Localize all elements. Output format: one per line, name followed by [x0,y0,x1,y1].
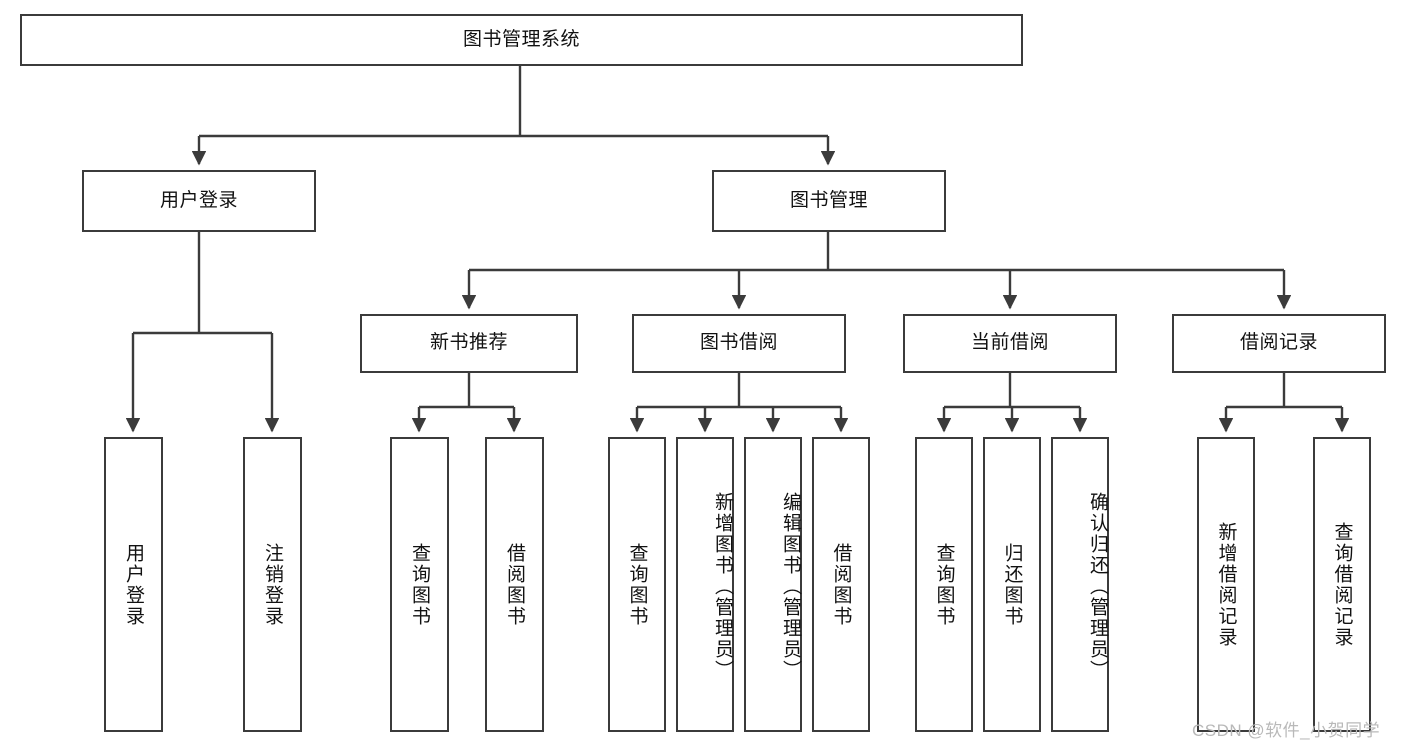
leaf-edit-book-admin-label: 编辑图书（管理员） [780,491,801,681]
leaf-query-borrow-record-label: 查询借阅记录 [1331,521,1353,648]
leaf-add-book-admin-label: 新增图书（管理员） [712,491,733,681]
leaf-add-borrow-record[interactable]: 新增借阅记录 [1197,437,1255,732]
leaf-user-login-label: 用户登录 [123,542,144,627]
leaf-query-book-current-label: 查询图书 [933,542,955,627]
leaf-confirm-return-admin[interactable]: 确认归还（管理员） [1051,437,1109,732]
leaf-user-login[interactable]: 用户登录 [104,437,163,732]
leaf-confirm-return-admin-label: 确认归还（管理员） [1087,491,1108,681]
node-book-management-label: 图书管理 [789,189,868,211]
leaf-query-book-current[interactable]: 查询图书 [915,437,973,732]
csdn-watermark: CSDN @软件_小贺同学 [1192,721,1381,740]
node-current-borrow-label: 当前借阅 [970,332,1049,354]
node-root[interactable]: 图书管理系统 [20,14,1023,66]
node-user-login-label: 用户登录 [159,189,238,211]
node-book-borrow-label: 图书借阅 [699,332,778,354]
leaf-user-logout-label: 注销登录 [262,542,283,627]
node-borrow-records[interactable]: 借阅记录 [1172,314,1386,373]
node-current-borrow[interactable]: 当前借阅 [903,314,1117,373]
node-root-label: 图书管理系统 [462,28,580,50]
leaf-add-borrow-record-label: 新增借阅记录 [1215,521,1237,648]
leaf-borrow-book-recommend[interactable]: 借阅图书 [485,437,544,732]
leaf-query-borrow-record[interactable]: 查询借阅记录 [1313,437,1371,732]
node-book-borrow[interactable]: 图书借阅 [632,314,846,373]
leaf-return-book-label: 归还图书 [1001,542,1023,627]
leaf-query-book-recommend-label: 查询图书 [409,542,430,627]
node-new-book-recommend-label: 新书推荐 [429,332,508,354]
node-book-management[interactable]: 图书管理 [712,170,946,232]
leaf-borrow-book[interactable]: 借阅图书 [812,437,870,732]
node-user-login[interactable]: 用户登录 [82,170,316,232]
leaf-borrow-book-label: 借阅图书 [830,542,852,627]
leaf-query-book-borrow[interactable]: 查询图书 [608,437,666,732]
leaf-return-book[interactable]: 归还图书 [983,437,1041,732]
leaf-borrow-book-recommend-label: 借阅图书 [504,542,525,627]
node-borrow-records-label: 借阅记录 [1239,332,1318,354]
leaf-edit-book-admin[interactable]: 编辑图书（管理员） [744,437,802,732]
node-new-book-recommend[interactable]: 新书推荐 [360,314,578,373]
leaf-user-logout[interactable]: 注销登录 [243,437,302,732]
leaf-query-book-borrow-label: 查询图书 [626,542,648,627]
leaf-add-book-admin[interactable]: 新增图书（管理员） [676,437,734,732]
leaf-query-book-recommend[interactable]: 查询图书 [390,437,449,732]
